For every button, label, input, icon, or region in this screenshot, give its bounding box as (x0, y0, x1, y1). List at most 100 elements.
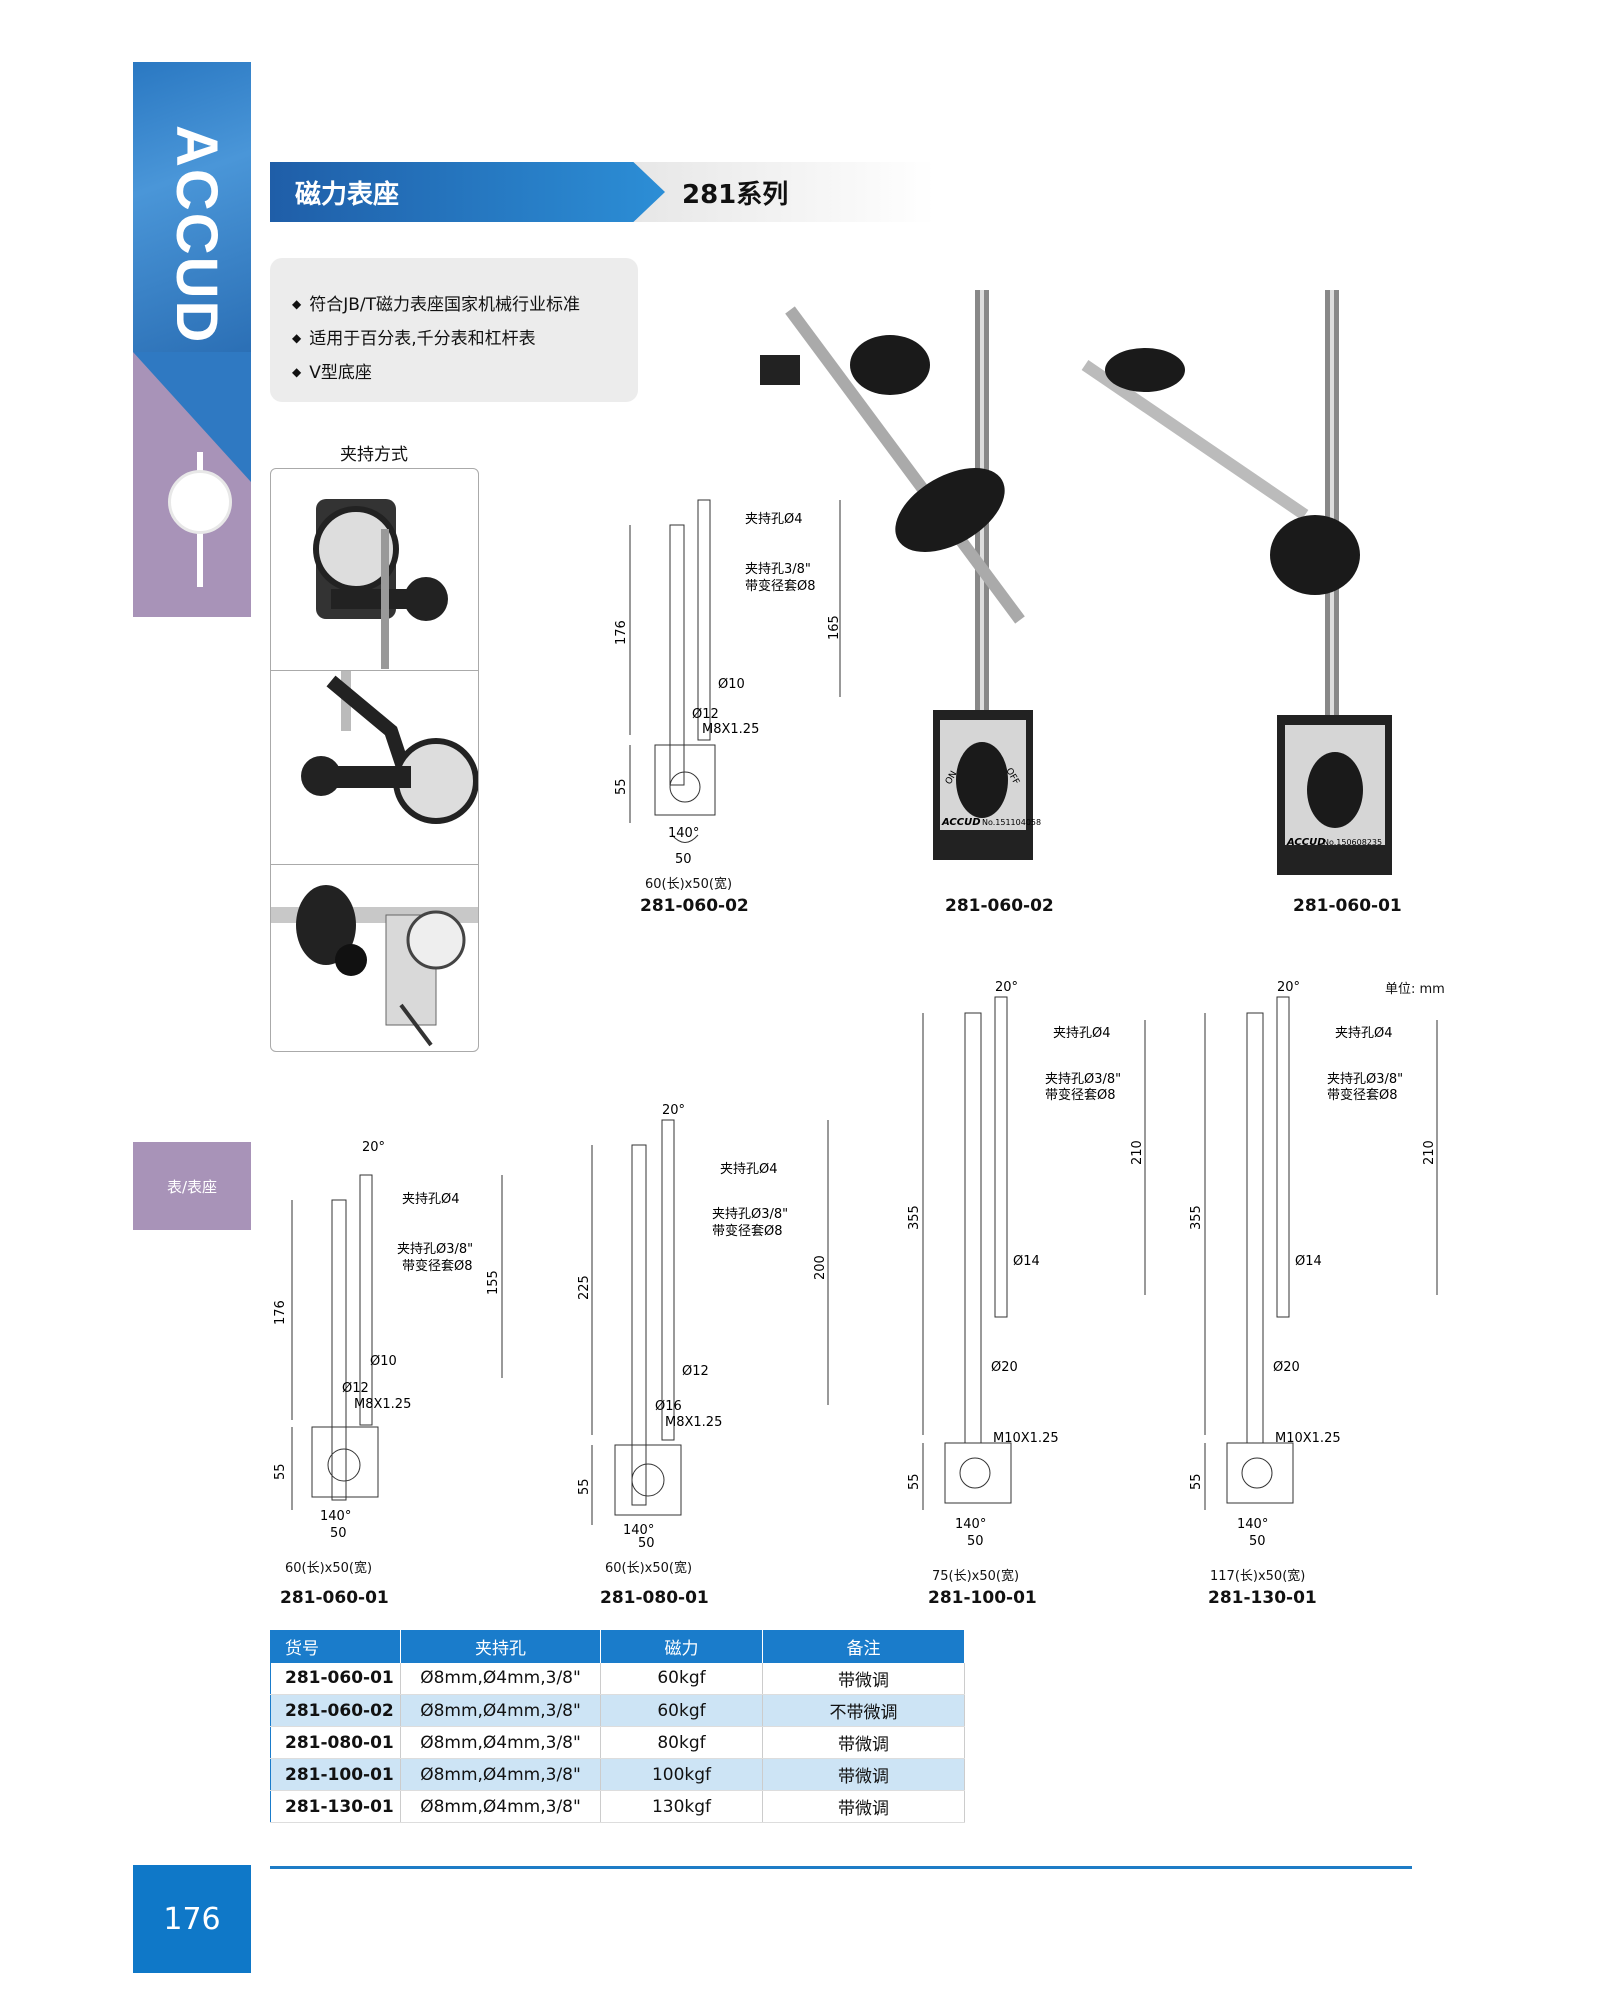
cell-hole: Ø8mm,Ø4mm,3/8" (400, 1694, 601, 1727)
col-header: 夹持孔 (400, 1630, 601, 1663)
label-sleeve: 带变径套Ø8 (1045, 1087, 1116, 1103)
dim-base: 55 (907, 1473, 922, 1490)
cell-force: 60kgf (600, 1694, 763, 1727)
size-281-060-02: 60(长)x50(宽) (645, 877, 733, 892)
cell-note: 带微调 (762, 1726, 965, 1759)
label-sleeve: 带变径套Ø8 (1327, 1087, 1398, 1103)
label-sleeve: 带变径套Ø8 (712, 1223, 783, 1239)
label-thread: M10X1.25 (993, 1431, 1059, 1446)
feature-item: V型底座 (292, 356, 638, 390)
model-label: 281-080-01 (600, 1588, 709, 1608)
label-hole38: 夹持孔Ø3/8" (1045, 1072, 1121, 1087)
label-hole4: 夹持孔Ø4 (720, 1162, 778, 1177)
clamp-photo-2 (271, 671, 478, 865)
page-title: 磁力表座 (295, 180, 400, 210)
feature-item: 符合JB/T磁力表座国家机械行业标准 (292, 288, 638, 322)
dim-height2: 155 (486, 1270, 501, 1295)
label-d14: Ø14 (1013, 1254, 1040, 1269)
photo-serial: No.151104058 (982, 818, 1041, 827)
col-header: 货号 (270, 1630, 401, 1663)
dim-base: 55 (577, 1478, 592, 1495)
model-label: 281-060-02 (945, 896, 1054, 916)
cell-code: 281-080-01 (270, 1726, 401, 1759)
dim-height: 176 (614, 620, 629, 645)
label-hole38: 夹持孔3/8" (745, 562, 811, 577)
feature-list: 符合JB/T磁力表座国家机械行业标准 适用于百分表,千分表和杠杆表 V型底座 (270, 258, 638, 402)
dim-width: 50 (1249, 1534, 1266, 1549)
clamp-method-photos (270, 468, 479, 1052)
drawing-281-060-01: 20° 176 55 155 夹持孔Ø4 夹持孔Ø3/8" 带变径套Ø8 Ø10… (273, 1140, 503, 1541)
dim-base: 55 (273, 1463, 288, 1480)
label-sleeve: 带变径套Ø8 (402, 1258, 473, 1274)
cell-note: 带微调 (762, 1758, 965, 1791)
size-281-080-01: 60(长)x50(宽) (605, 1561, 693, 1576)
dim-width: 50 (967, 1534, 984, 1549)
photo-brand: ACCUD (941, 817, 981, 828)
dim-width: 50 (330, 1526, 347, 1541)
clamp-method-title: 夹持方式 (340, 445, 408, 465)
dim-height2: 210 (1130, 1140, 1145, 1165)
model-label: 281-060-01 (1293, 896, 1402, 916)
col-header: 备注 (762, 1630, 965, 1663)
dim-height2: 210 (1422, 1140, 1437, 1165)
label-d10: Ø10 (370, 1354, 397, 1369)
label-d14: Ø14 (1295, 1254, 1322, 1269)
brand-logo: ACCUD (164, 125, 229, 345)
size-281-060-01: 60(长)x50(宽) (285, 1561, 373, 1576)
cell-code: 281-100-01 (270, 1758, 401, 1791)
label-angle20: 20° (995, 980, 1018, 995)
dim-height: 176 (273, 1300, 288, 1325)
model-label: 281-100-01 (928, 1588, 1037, 1608)
label-d16: Ø16 (655, 1399, 682, 1414)
label-d12: Ø12 (692, 707, 719, 722)
label-d12: Ø12 (682, 1364, 709, 1379)
sidebar-banner (133, 62, 251, 352)
label-hole38: 夹持孔Ø3/8" (712, 1207, 788, 1222)
section-tab[interactable]: 表/表座 (133, 1142, 251, 1230)
cell-code: 281-060-02 (270, 1694, 401, 1727)
label-angle: 140° (623, 1523, 654, 1538)
label-angle: 140° (320, 1509, 351, 1524)
cell-force: 100kgf (600, 1758, 763, 1791)
label-angle20: 20° (662, 1103, 685, 1118)
header-series-band (625, 162, 935, 222)
label-hole38: 夹持孔Ø3/8" (1327, 1072, 1403, 1087)
cell-code: 281-130-01 (270, 1790, 401, 1823)
dim-height: 225 (577, 1275, 592, 1300)
footer-rule (270, 1866, 1412, 1869)
cell-hole: Ø8mm,Ø4mm,3/8" (400, 1758, 601, 1791)
model-label: 281-060-02 (640, 896, 749, 916)
feature-item: 适用于百分表,千分表和杠杆表 (292, 322, 638, 356)
label-angle: 140° (955, 1517, 986, 1532)
label-angle: 140° (668, 826, 699, 841)
label-d20: Ø20 (1273, 1360, 1300, 1375)
dial-gauge-icon (168, 470, 232, 534)
label-angle20: 20° (362, 1140, 385, 1155)
photo-serial: No.150608235 (1323, 838, 1382, 847)
cell-code: 281-060-01 (270, 1662, 401, 1695)
size-281-100-01: 75(长)x50(宽) (932, 1569, 1020, 1584)
col-header: 磁力 (600, 1630, 763, 1663)
dim-width: 50 (675, 852, 692, 867)
unit-note: 单位: mm (1385, 982, 1445, 997)
cell-note: 不带微调 (762, 1694, 965, 1727)
product-photo-281-060-01: ACCUD No.150608235 (1081, 290, 1392, 875)
cell-hole: Ø8mm,Ø4mm,3/8" (400, 1726, 601, 1759)
label-hole4: 夹持孔Ø4 (1053, 1026, 1111, 1041)
label-thread: M8X1.25 (702, 722, 759, 737)
label-hole4: 夹持孔Ø4 (1335, 1026, 1393, 1041)
cell-note: 带微调 (762, 1662, 965, 1695)
cell-force: 80kgf (600, 1726, 763, 1759)
cell-note: 带微调 (762, 1790, 965, 1823)
header-category-band (270, 162, 665, 222)
label-d20: Ø20 (991, 1360, 1018, 1375)
cell-force: 60kgf (600, 1662, 763, 1695)
clamp-photo-3 (271, 865, 478, 1051)
product-photo-281-060-02: ON OFF ACCUD No.151104058 (760, 290, 1041, 860)
drawing-281-080-01: 20° 225 55 200 夹持孔Ø4 夹持孔Ø3/8" 带变径套Ø8 Ø12… (577, 1103, 829, 1550)
label-angle: 140° (1237, 1517, 1268, 1532)
